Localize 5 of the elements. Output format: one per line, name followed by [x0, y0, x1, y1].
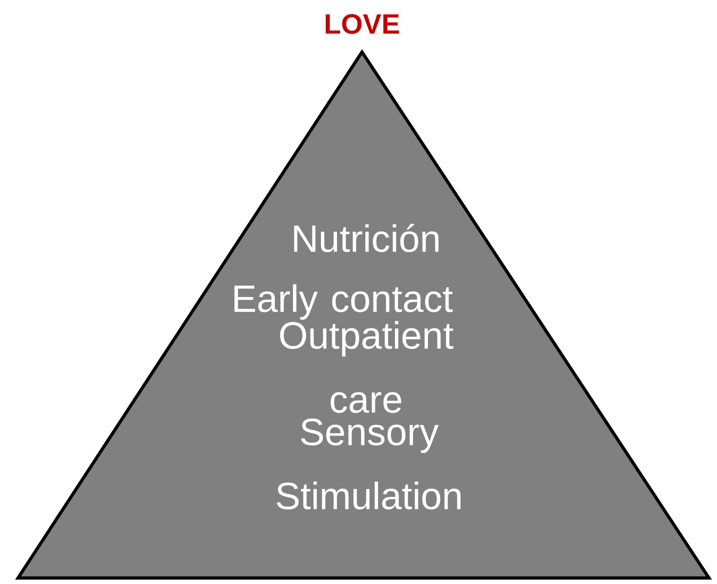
- label-text: Sensory Stimulation: [276, 418, 460, 510]
- label-text: Nutrición: [294, 224, 438, 252]
- label-text: Early contact: [234, 284, 453, 320]
- heading: LOVE: [326, 14, 400, 34]
- label-text: Outpatient care: [280, 321, 454, 413]
